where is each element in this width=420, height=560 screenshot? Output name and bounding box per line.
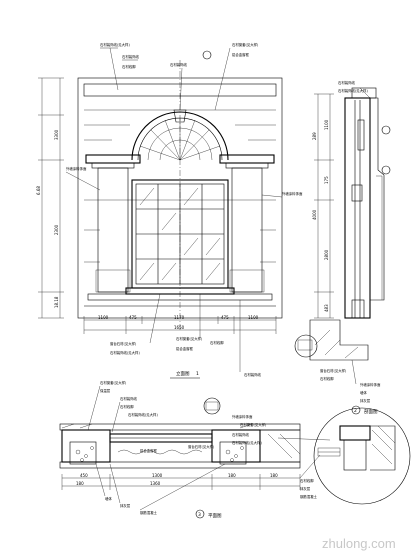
ann-det-1: 石材装饰线 [232, 432, 250, 437]
ann-det-3: 石材线脚 [300, 478, 314, 483]
bottom-dim-3: 1170 [174, 315, 185, 320]
ann-sec-top-2: 石材装饰线(见大样) [338, 88, 368, 93]
left-dim-2: 2300 [54, 224, 59, 235]
plan-dim-1: 450 [80, 473, 88, 478]
ann-det-4: 抹灰层 [300, 486, 311, 491]
ann-plan-4: 石材线脚 [120, 404, 134, 409]
ann-plan-8: 外墙涂料饰面 [232, 414, 253, 419]
ann-sec-bot-5: 抹灰层 [360, 398, 371, 403]
left-dim-4: 18.18 [54, 296, 59, 308]
ann-plan-5: 石材装饰线(见大样) [128, 412, 158, 417]
watermark: zhulong.com [322, 536, 396, 551]
ann-elev-right-mid: 外墙涂料饰面 [282, 191, 303, 196]
ann-plan-12: 钢筋混凝土 [140, 510, 158, 515]
left-dim-3: 3300 [54, 129, 59, 140]
ann-plan-1: 石材窗套(见大样) [100, 380, 127, 385]
ann-elev-top-right-2: 铝合金窗框 [232, 52, 250, 57]
ann-elev-left-mid: 外墙涂料饰面 [66, 166, 87, 171]
bottom-dim-2: 475 [129, 315, 137, 320]
ann-elev-keystone: 石材装饰线 [170, 62, 188, 67]
ann-elev-top-right: 石材窗套(见大样) [232, 42, 259, 47]
ann-elev-bot-3: 石材窗套(见大样) [176, 336, 203, 341]
ann-elev-bot-5: 石材线脚 [210, 340, 224, 345]
plan-dim-5: 1360 [150, 481, 161, 486]
ann-sec-bot-3: 外墙涂料饰面 [360, 382, 381, 387]
plan-dim-2: 1300 [152, 473, 163, 478]
plan-dim-3: 180 [228, 473, 236, 478]
ann-plan-2: 保温层 [100, 388, 111, 393]
ann-plan-3: 石材装饰线 [120, 396, 138, 401]
ann-elev-top-left-3: 石材线脚 [122, 64, 136, 69]
ann-sec-bot-4: 墙体 [360, 390, 367, 395]
sec-dim-6: 483 [324, 304, 329, 312]
ann-elev-top-left-2: 石材装饰线 [122, 54, 140, 59]
sec-dim-4: 175 [324, 176, 329, 184]
ann-elev-bot-4: 铝合金窗框 [176, 346, 194, 351]
ann-plan-7: 窗台石材(见大样) [188, 444, 215, 449]
plan-dim-4: 180 [270, 473, 278, 478]
ann-elev-bot-6: 石材装饰线 [244, 372, 262, 377]
plan-title: 平面图 [208, 513, 222, 519]
bottom-dim-1: 1100 [98, 315, 109, 320]
ann-elev-bot-2: 石材装饰线(见大样) [110, 350, 140, 355]
sec-dim-1: 289 [312, 132, 317, 140]
bottom-dim-4: 475 [221, 315, 229, 320]
section-title: 剖面图 [364, 408, 378, 415]
front-elevation: 6.68 2300 3300 18.18 1100 475 1170 475 1… [36, 42, 303, 379]
plan-dim-6: 180 [76, 481, 84, 486]
elevation-title: 立面图 [176, 370, 190, 377]
ann-sec-bot-1: 窗台石材(见大样) [320, 368, 347, 373]
plan-title-num: 3 [198, 512, 201, 518]
bottom-dim-total: 1650 [174, 325, 185, 330]
ann-plan-6: 铝合金窗框 [140, 448, 158, 453]
section-title-num: 2 [354, 408, 357, 414]
ann-det-2: 石材装饰线(见大样) [232, 440, 262, 445]
ann-sec-top-1: 石材装饰线 [338, 80, 356, 85]
ann-elev-top-left: 石材装饰线(见大样) [100, 42, 130, 47]
sec-dim-5: 2800 [324, 249, 329, 260]
ann-det-5: 钢筋混凝土 [300, 494, 318, 499]
sec-dim-3: 1100 [324, 119, 329, 130]
ann-elev-bot-1: 窗台石材(见大样) [110, 341, 137, 346]
enlarged-detail: 石材装饰线 石材装饰线(见大样) 石材线脚 抹灰层 钢筋混凝土 [232, 407, 411, 505]
bottom-dim-5: 1100 [248, 315, 259, 320]
left-dim-1: 6.68 [36, 186, 41, 195]
elevation-title-num: 1 [196, 371, 199, 377]
ann-plan-10: 墙体 [105, 496, 112, 501]
ann-plan-9: 石材窗套(见大样) [240, 422, 267, 427]
ann-sec-bot-2: 石材线脚 [320, 376, 334, 381]
plan-view: 450 1300 180 180 1360 180 石材窗套(见大样) 保温层 … [59, 380, 301, 519]
sec-dim-2: 4000 [312, 209, 317, 220]
section-view: 289 4000 1100 175 2800 483 石材装饰线 石材装饰线(见… [294, 80, 391, 415]
ann-plan-11: 抹灰层 [120, 503, 131, 508]
